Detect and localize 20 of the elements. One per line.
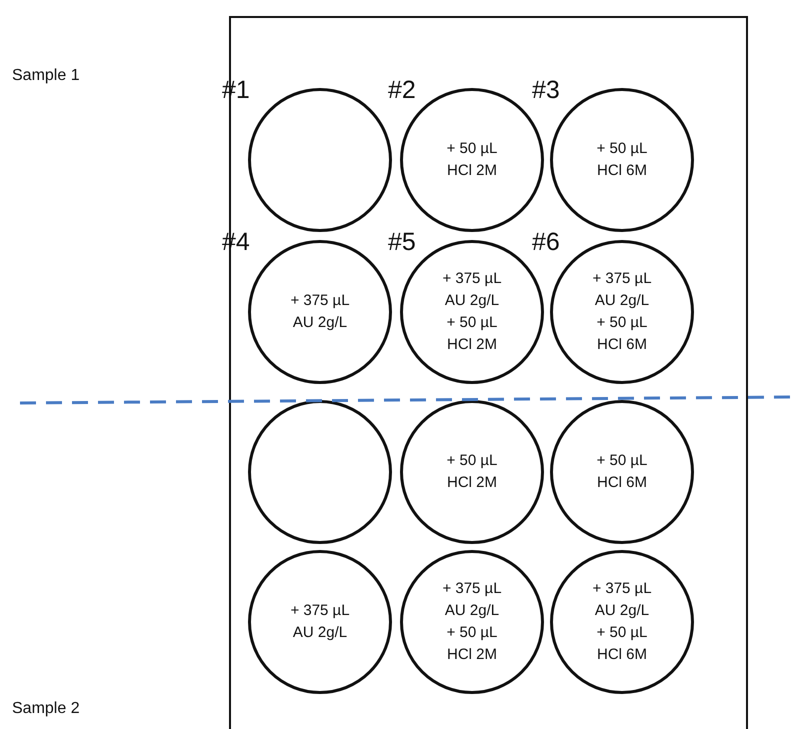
reagent-text: + 375 µL AU 2g/L [441, 269, 503, 311]
well-number: #6 [532, 229, 560, 255]
sample-label: Sample 2 [12, 699, 80, 719]
reagent-text: + 375 µL AU 2g/L [289, 291, 351, 333]
reagent-text: + 50 µL HCl 2M [446, 451, 498, 493]
reagent-text: + 375 µL AU 2g/L [441, 579, 503, 621]
sample-label: Sample 1 [12, 66, 80, 86]
reagent-text: + 50 µL HCl 6M [596, 139, 648, 181]
reagent-text: + 50 µL HCl 2M [446, 313, 498, 355]
reagent-text: + 375 µL AU 2g/L [591, 269, 653, 311]
reagent-text: + 50 µL HCl 6M [596, 313, 648, 355]
reagent-text: + 50 µL HCl 6M [596, 451, 648, 493]
reagent-text: + 50 µL HCl 2M [446, 623, 498, 665]
well-number: #5 [388, 229, 416, 255]
reagent-text: + 375 µL AU 2g/L [289, 601, 351, 643]
well-number: #3 [532, 77, 560, 103]
reagent-text: + 375 µL AU 2g/L [591, 579, 653, 621]
well-number: #2 [388, 77, 416, 103]
reagent-text: + 50 µL HCl 2M [446, 139, 498, 181]
reagent-text: + 50 µL HCl 6M [596, 623, 648, 665]
